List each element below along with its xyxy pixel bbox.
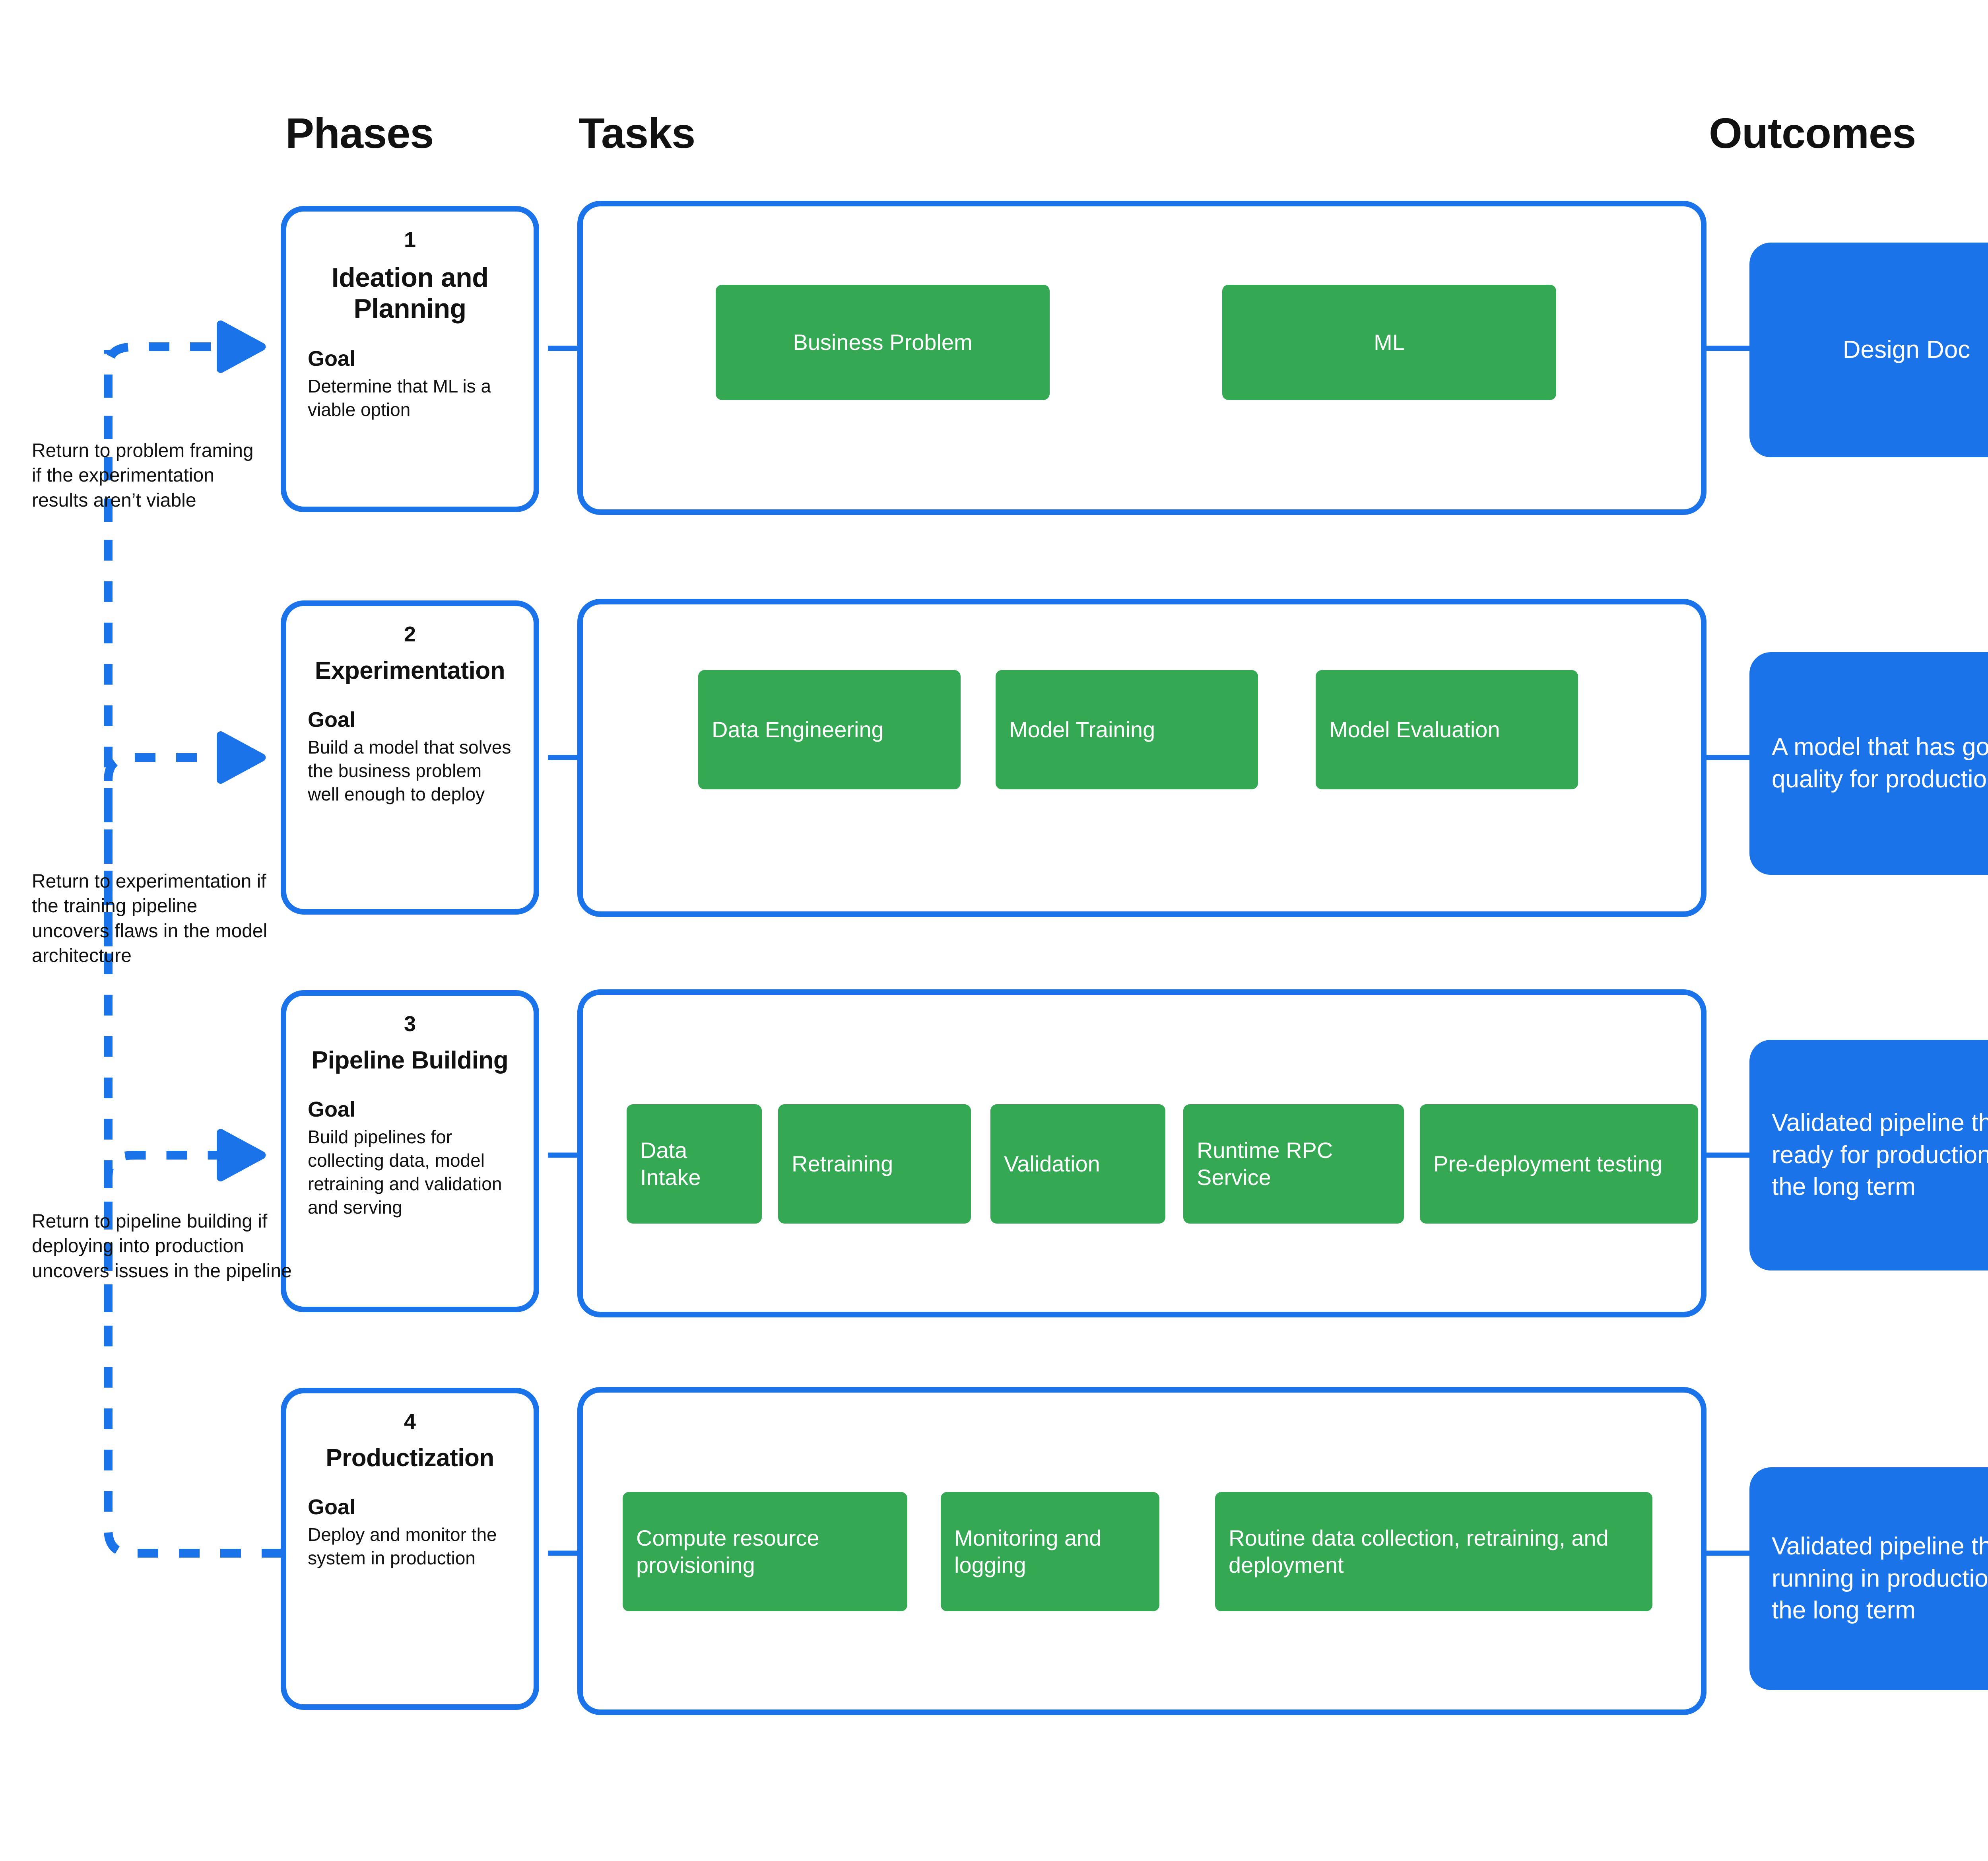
phase-title-2: Experimentation xyxy=(315,657,505,684)
task-box-pre-deployment-testing[interactable]: Pre-deployment testing xyxy=(1420,1104,1698,1224)
outcome-box-validated-pipeline-running[interactable]: Validated pipeline that’s running in pro… xyxy=(1749,1467,1988,1690)
goal-label-1: Goal xyxy=(308,347,356,371)
tasks-panel-3: Data Intake Retraining Validation Runtim… xyxy=(577,989,1706,1317)
phase-number-3: 3 xyxy=(404,1012,416,1036)
task-box-model-training[interactable]: Model Training xyxy=(996,670,1258,789)
phase-goal-3: Goal Build pipelines for collecting data… xyxy=(286,1098,534,1219)
goal-text-3: Build pipelines for collecting data, mod… xyxy=(308,1127,502,1218)
column-header-phases: Phases xyxy=(285,109,434,157)
tasks-panel-2: Data Engineering Model Training Model Ev… xyxy=(577,599,1706,917)
phase-goal-2: Goal Build a model that solves the busin… xyxy=(286,708,534,806)
task-box-runtime-rpc-service[interactable]: Runtime RPC Service xyxy=(1183,1104,1404,1224)
feedback-note-ideation: Return to problem framing if the experim… xyxy=(32,440,254,511)
goal-text-4: Deploy and monitor the system in product… xyxy=(308,1524,497,1568)
tasks-panel-1: Business Problem ML xyxy=(577,201,1706,515)
goal-text-1: Determine that ML is a viable option xyxy=(308,376,491,420)
phase-card-3[interactable]: 3 Pipeline Building Goal Build pipelines… xyxy=(281,990,539,1312)
phase-title-1: Ideation and Planning xyxy=(331,262,489,324)
outcome-box-good-quality-model[interactable]: A model that has good quality for produc… xyxy=(1749,652,1988,875)
phase-number-1: 1 xyxy=(404,228,416,252)
phase-title-3: Pipeline Building xyxy=(311,1047,509,1074)
phase-goal-4: Goal Deploy and monitor the system in pr… xyxy=(286,1495,534,1570)
task-box-compute-resource-provisioning[interactable]: Compute resource provisioning xyxy=(623,1492,907,1611)
task-box-data-intake[interactable]: Data Intake xyxy=(627,1104,762,1224)
phase-number-2: 2 xyxy=(404,622,416,646)
task-box-ml[interactable]: ML xyxy=(1222,285,1556,400)
task-box-retraining[interactable]: Retraining xyxy=(778,1104,971,1224)
goal-label-4: Goal xyxy=(308,1495,356,1519)
column-header-outcomes: Outcomes xyxy=(1709,109,1916,157)
phase-to-tasks-links xyxy=(548,346,577,1556)
task-box-routine-data-collection[interactable]: Routine data collection, retraining, and… xyxy=(1215,1492,1652,1611)
outcome-box-validated-pipeline-ready[interactable]: Validated pipeline that’s ready for prod… xyxy=(1749,1040,1988,1270)
phase-card-4[interactable]: 4 Productization Goal Deploy and monitor… xyxy=(281,1388,539,1710)
column-header-tasks: Tasks xyxy=(579,109,695,157)
task-box-data-engineering[interactable]: Data Engineering xyxy=(698,670,961,789)
goal-label-2: Goal xyxy=(308,707,356,732)
phase-goal-1: Goal Determine that ML is a viable optio… xyxy=(286,347,534,422)
task-box-monitoring-and-logging[interactable]: Monitoring and logging xyxy=(941,1492,1159,1611)
feedback-note-experimentation: Return to experimentation if the trainin… xyxy=(32,871,268,967)
goal-label-3: Goal xyxy=(308,1097,356,1121)
phase-card-1[interactable]: 1 Ideation and Planning Goal Determine t… xyxy=(281,206,539,512)
phase-title-4: Productization xyxy=(326,1444,494,1472)
feedback-note-pipeline: Return to pipeline building if deploying… xyxy=(32,1211,292,1282)
phase-number-4: 4 xyxy=(404,1410,416,1434)
goal-text-2: Build a model that solves the business p… xyxy=(308,737,511,804)
task-box-business-problem[interactable]: Business Problem xyxy=(716,285,1050,400)
task-box-validation[interactable]: Validation xyxy=(990,1104,1165,1224)
outcome-box-design-doc[interactable]: Design Doc xyxy=(1749,243,1988,457)
tasks-panel-4: Compute resource provisioning Monitoring… xyxy=(577,1387,1706,1715)
tasks-to-outcome-links xyxy=(1706,346,1749,1556)
phase-card-2[interactable]: 2 Experimentation Goal Build a model tha… xyxy=(281,600,539,915)
task-box-model-evaluation[interactable]: Model Evaluation xyxy=(1316,670,1578,789)
